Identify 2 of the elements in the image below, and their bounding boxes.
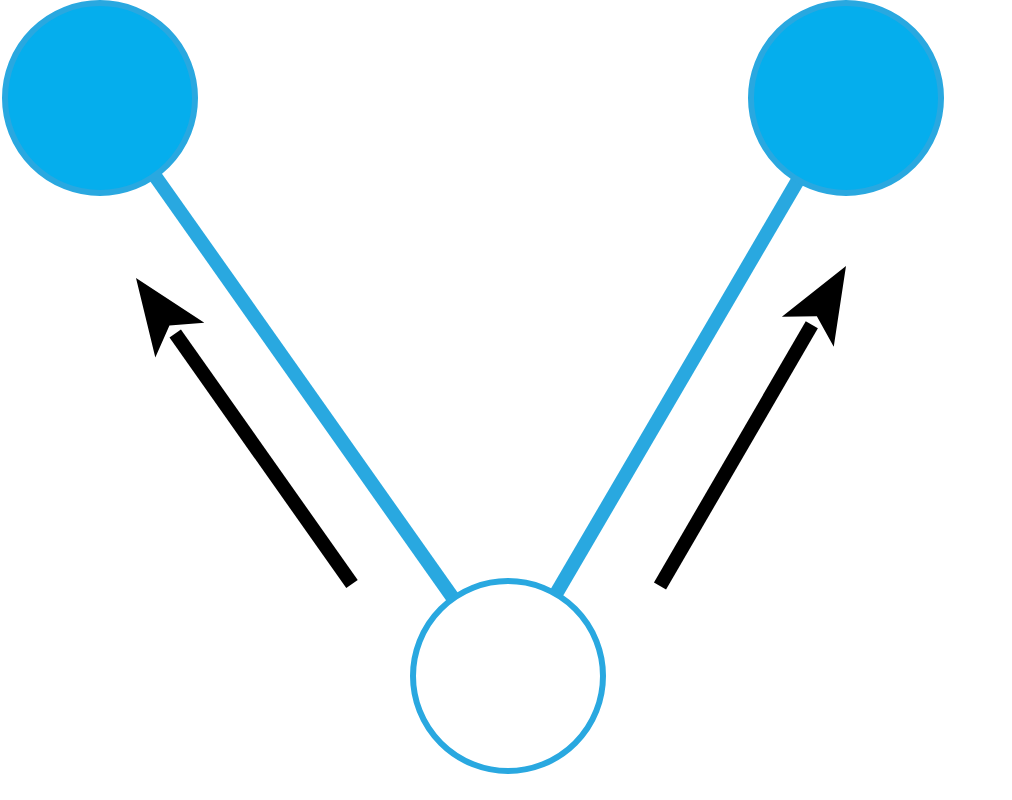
connector-line <box>550 177 804 597</box>
connector-line <box>149 172 459 602</box>
